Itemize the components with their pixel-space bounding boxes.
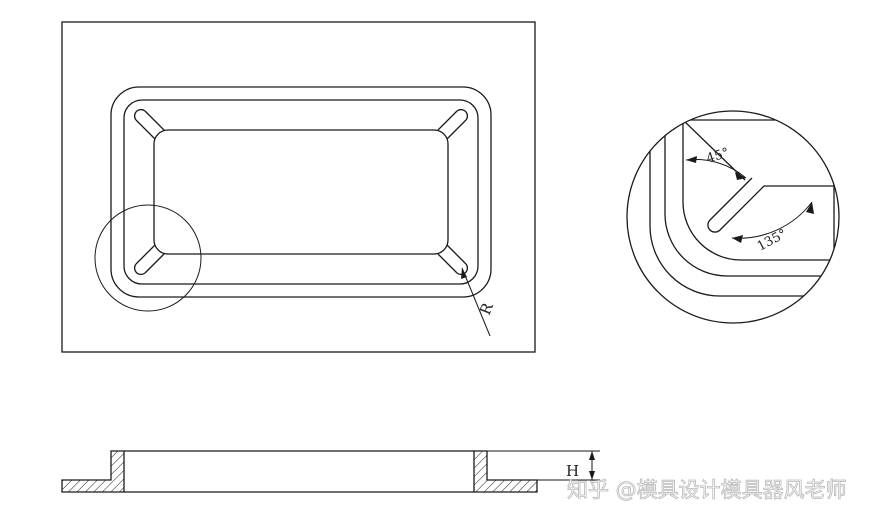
section-right-wall: [473, 450, 538, 493]
section-left-wall: [61, 450, 125, 493]
cavity-floor: [153, 129, 449, 255]
height-label: H: [566, 462, 579, 480]
detail-view-circle: [626, 110, 840, 324]
watermark: 知乎 @模具设计模具器风老师: [567, 478, 847, 502]
angle-135-label: 135°: [755, 227, 790, 255]
radius-leader: [461, 267, 491, 337]
detail-outer-wall: [649, 111, 839, 297]
corner-slot-top-left: [133, 108, 165, 140]
corner-slot-bottom-right: [437, 244, 469, 276]
detail-slot: [707, 177, 834, 233]
detail-callout-circle: [94, 204, 202, 312]
cavity-inner-rim: [123, 99, 479, 285]
detail-view: 45° 135°: [626, 110, 840, 324]
detail-inner-wall: [682, 111, 839, 261]
plate-outline: [61, 21, 536, 353]
corner-slot-bottom-left: [133, 244, 165, 276]
corner-slot-top-right: [437, 108, 469, 140]
dim-135: [731, 201, 814, 243]
cavity-outer-rim: [110, 86, 492, 298]
top-view: R: [61, 21, 536, 353]
dim-45: [685, 156, 747, 180]
angle-45-label: 45°: [705, 145, 732, 166]
dim-height: [487, 450, 600, 481]
radius-label: R: [476, 300, 497, 318]
detail-middle-wall: [664, 111, 839, 277]
section-view: H: [61, 450, 600, 493]
